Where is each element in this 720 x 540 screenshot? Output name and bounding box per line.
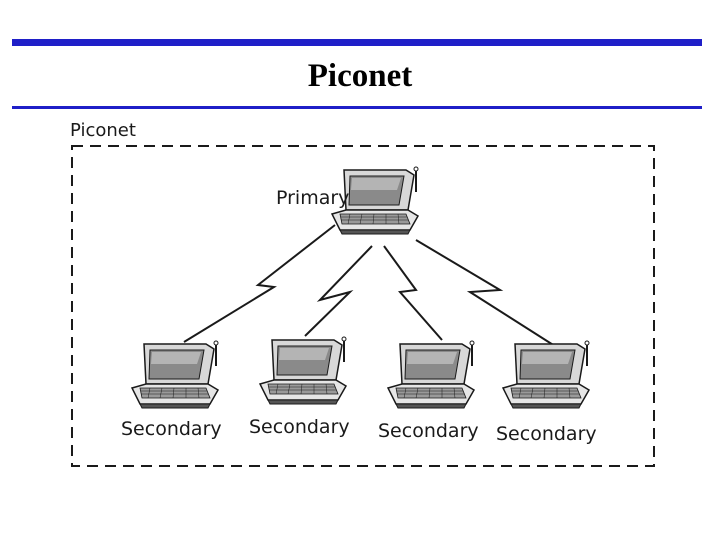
wireless-link-icon (383, 245, 443, 341)
laptop-icon (131, 340, 219, 409)
secondary-label: Secondary (378, 420, 479, 442)
wireless-link-icon (183, 224, 336, 343)
wireless-link-icon (304, 245, 373, 337)
slide-title: Piconet (307, 58, 413, 94)
primary-label: Primary (276, 187, 349, 209)
piconet-boundary (71, 145, 655, 467)
piconet-frame-label: Piconet (70, 120, 136, 141)
secondary-label: Secondary (249, 416, 350, 438)
secondary-label: Secondary (121, 418, 222, 440)
wireless-link-icon (415, 239, 559, 349)
laptop-icon (502, 340, 590, 409)
title-rule-bottom (12, 106, 702, 109)
laptop-icon (387, 340, 475, 409)
title-rule-top (12, 39, 702, 46)
laptop-icon (259, 336, 347, 405)
secondary-label: Secondary (496, 423, 597, 445)
